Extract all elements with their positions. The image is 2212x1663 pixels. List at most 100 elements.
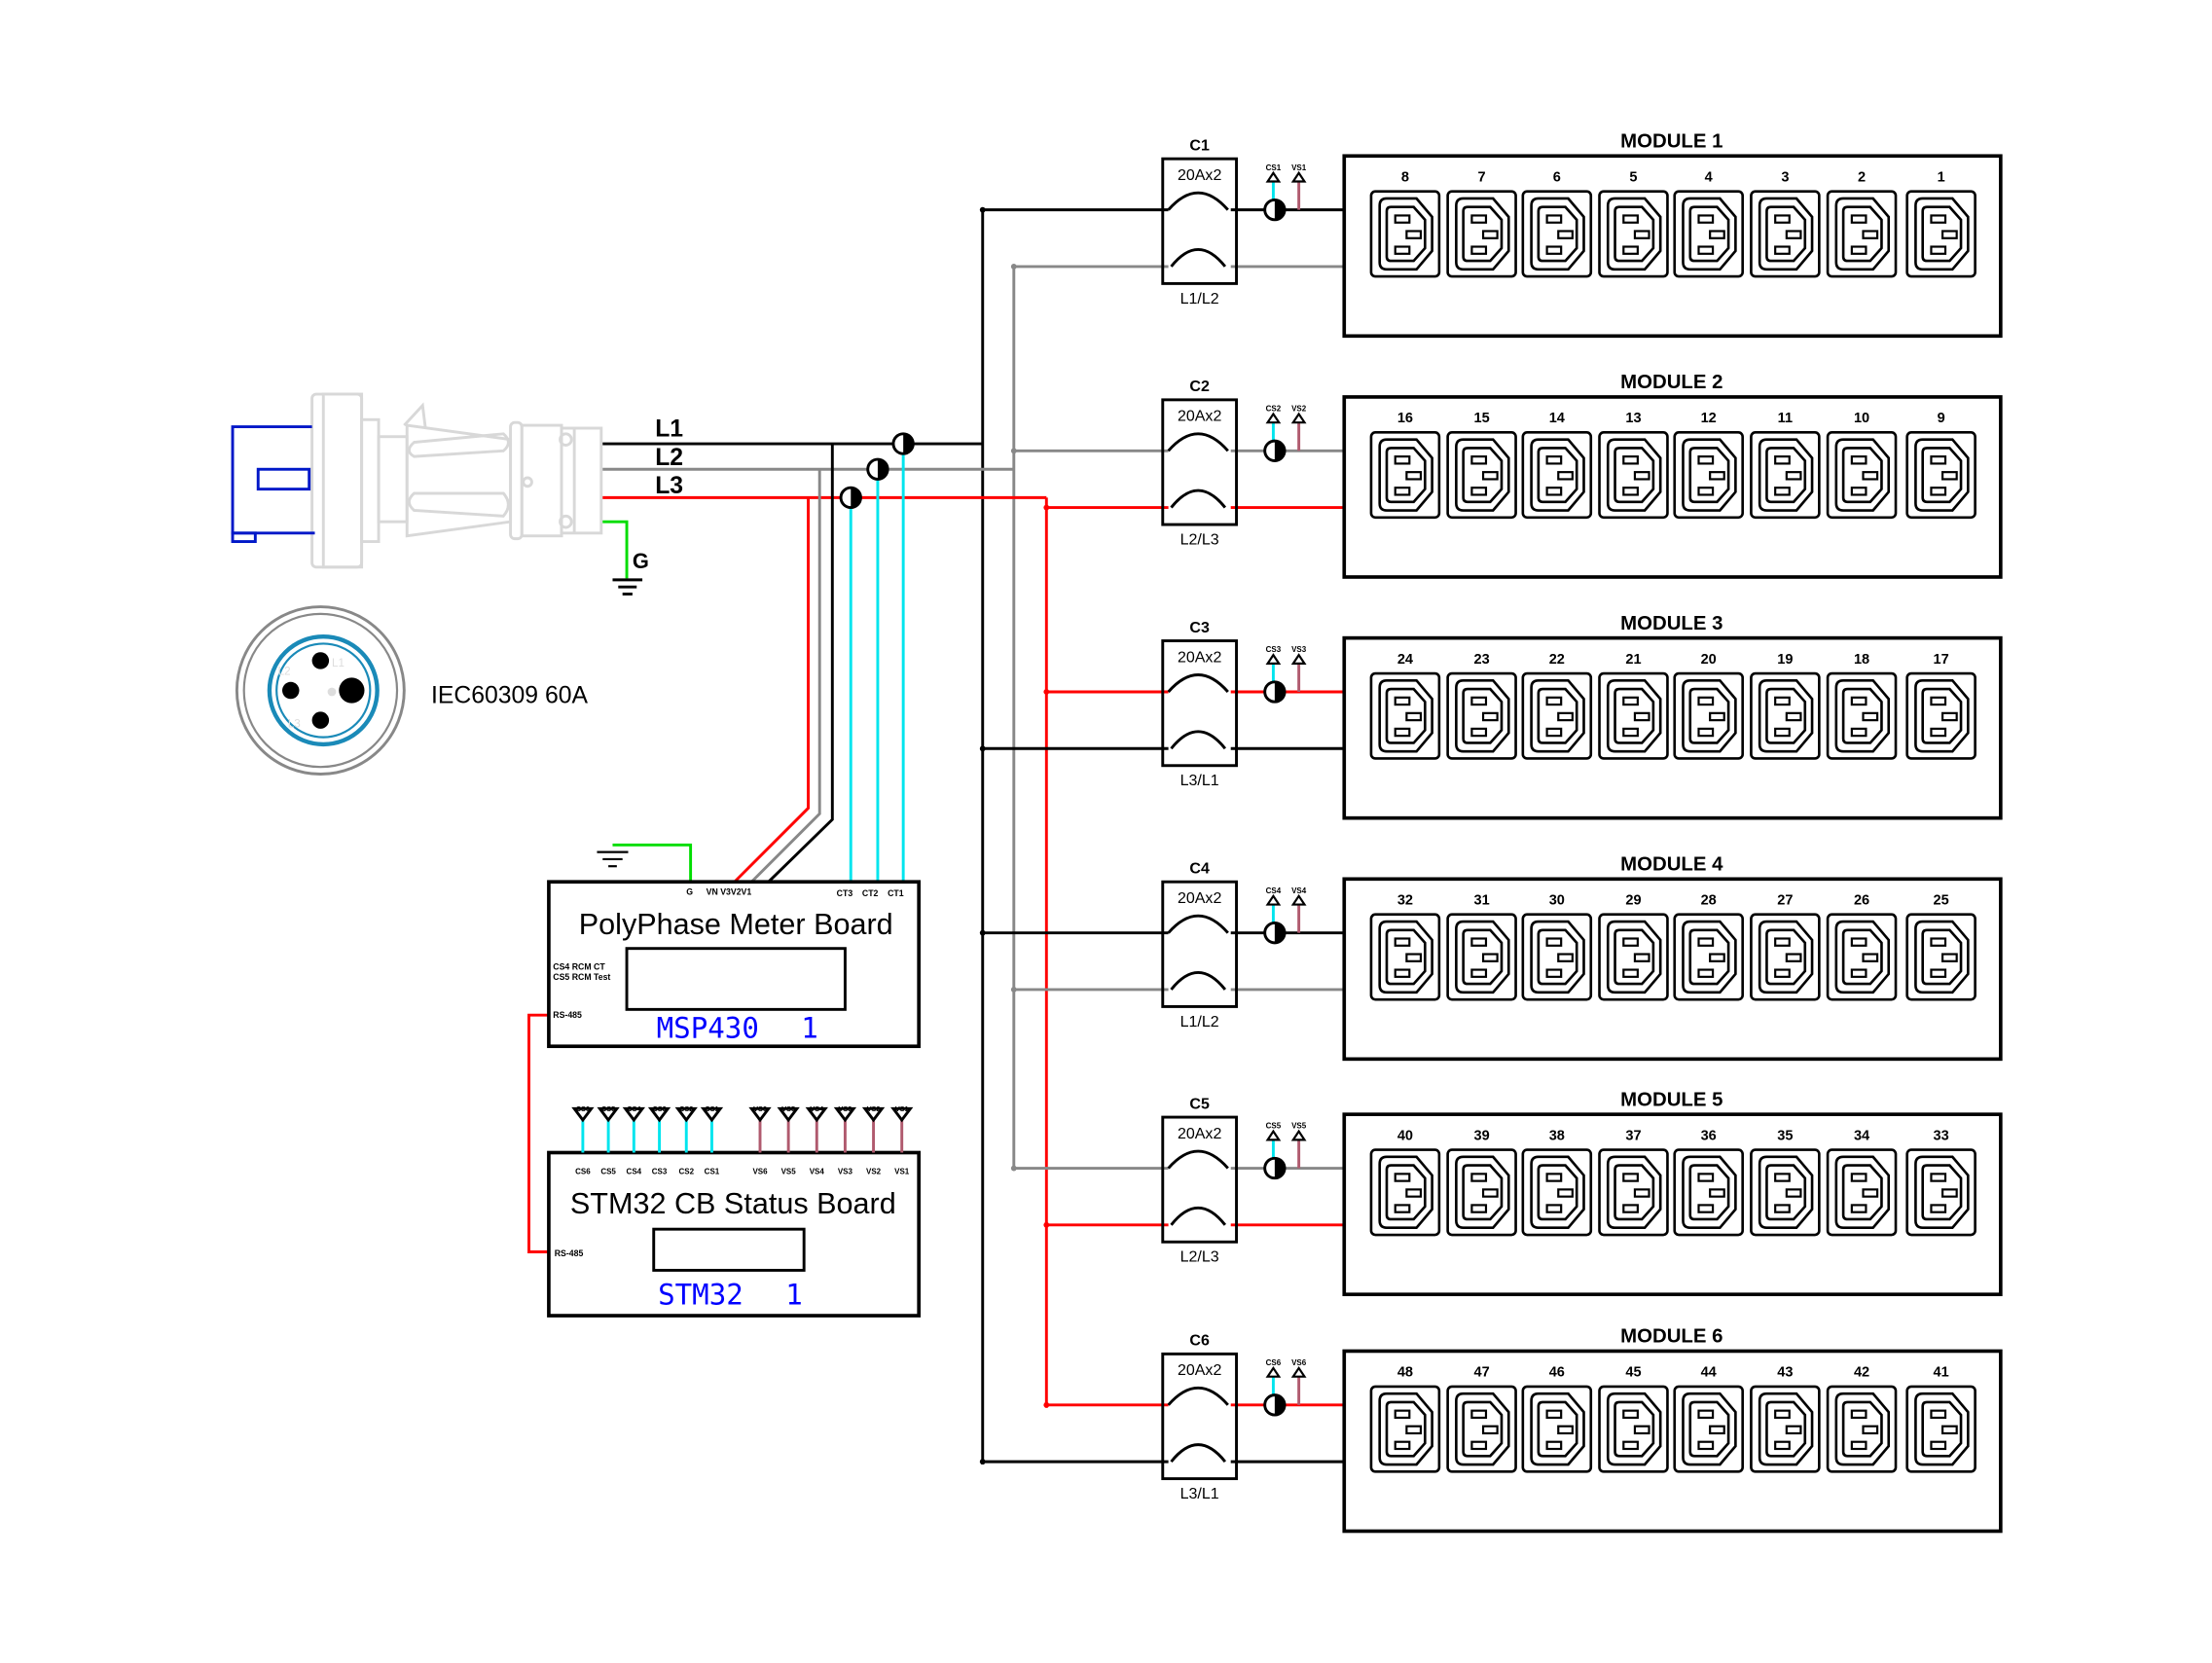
breaker-rating: 20Ax2 (1178, 889, 1222, 907)
module-title: MODULE 1 (1620, 131, 1722, 153)
c13-outlet-19: 19 (1750, 652, 1821, 760)
status-chip-label: STM32 (658, 1278, 743, 1311)
outlet-number: 3 (1781, 169, 1789, 185)
c13-outlet-24: 24 (1369, 652, 1441, 760)
current-transformer-icon (1263, 680, 1287, 704)
outlet-number: 39 (1473, 1128, 1489, 1143)
c13-outlet-30: 30 (1521, 893, 1593, 1001)
svg-text:VS5: VS5 (781, 1104, 795, 1113)
stm32-cb-status-board: STM32 CB Status Board RS-485 STM32 1 CS6… (547, 1104, 922, 1318)
outlet-number: 27 (1777, 893, 1793, 909)
l1-bus (602, 209, 985, 1465)
outlet-number: 20 (1701, 652, 1717, 668)
c13-outlet-23: 23 (1446, 652, 1517, 760)
svg-text:CT3: CT3 (837, 888, 853, 898)
outlet-number: 48 (1397, 1365, 1413, 1381)
status-display (652, 1227, 806, 1272)
l1-label: L1 (655, 416, 683, 443)
outlet-number: 11 (1778, 411, 1793, 426)
svg-text:VS6: VS6 (752, 1167, 768, 1175)
meter-sense-wires (612, 444, 905, 884)
module-title: MODULE 5 (1620, 1089, 1722, 1110)
outlet-number: 4 (1705, 169, 1714, 185)
breaker-label: C1 (1189, 136, 1210, 154)
c13-outlet-36: 36 (1673, 1128, 1744, 1237)
c13-outlet-43: 43 (1750, 1365, 1821, 1473)
c13-outlet-46: 46 (1521, 1365, 1593, 1473)
c13-outlet-9: 9 (1905, 411, 1976, 520)
iec60309-plug-side-view (310, 392, 603, 569)
svg-text:VS4: VS4 (810, 1167, 825, 1175)
outlet-number: 23 (1473, 652, 1489, 668)
outlet-number: 7 (1478, 169, 1486, 185)
meter-ground-icon (597, 850, 629, 868)
outlet-number: 42 (1854, 1365, 1869, 1381)
outlet-number: 31 (1473, 893, 1489, 909)
l2-bus (602, 266, 1016, 1168)
outlet-number: 37 (1625, 1128, 1641, 1143)
c13-outlet-35: 35 (1750, 1128, 1821, 1237)
outlet-number: 10 (1854, 411, 1869, 426)
c13-outlet-10: 10 (1826, 411, 1898, 520)
svg-text:CS5: CS5 (601, 1104, 615, 1113)
svg-text:VS3: VS3 (839, 1104, 852, 1113)
c13-outlet-45: 45 (1598, 1365, 1669, 1473)
svg-text:CS2: CS2 (679, 1104, 693, 1113)
module-enclosure (1342, 395, 2003, 579)
current-transformer-icon (1263, 198, 1287, 222)
breaker-rating: 20Ax2 (1178, 1125, 1222, 1142)
breaker-phase: L3/L1 (1180, 1485, 1219, 1502)
svg-text:VS1: VS1 (1291, 163, 1307, 172)
svg-text:VS2: VS2 (866, 1167, 882, 1175)
outlet-number: 28 (1701, 893, 1717, 909)
svg-text:L3: L3 (288, 717, 301, 730)
ground-icon (612, 578, 643, 596)
outlet-number: 33 (1934, 1128, 1949, 1143)
outlet-number: 24 (1397, 652, 1414, 668)
breaker-label: C5 (1189, 1095, 1210, 1112)
svg-text:CS3: CS3 (652, 1167, 668, 1175)
svg-text:VS5: VS5 (1291, 1122, 1307, 1131)
svg-text:L1: L1 (332, 657, 344, 669)
svg-text:CS6: CS6 (575, 1167, 591, 1175)
outlet-number: 6 (1553, 169, 1561, 185)
c13-outlet-7: 7 (1446, 169, 1517, 278)
svg-text:G: G (686, 886, 693, 896)
module-enclosure (1342, 1112, 2003, 1297)
c13-outlet-8: 8 (1369, 169, 1441, 278)
svg-text:CS5 RCM Test: CS5 RCM Test (553, 972, 610, 982)
svg-text:CS4: CS4 (627, 1167, 642, 1175)
outlet-number: 46 (1549, 1365, 1565, 1381)
module-enclosure (1342, 154, 2003, 339)
plug-blue-housing (231, 425, 315, 544)
c13-outlet-37: 37 (1598, 1128, 1669, 1237)
svg-text:VS6: VS6 (753, 1104, 767, 1113)
c13-outlet-3: 3 (1750, 169, 1821, 278)
svg-text:CS5: CS5 (600, 1167, 616, 1175)
c13-outlet-31: 31 (1446, 893, 1517, 1001)
svg-text:CS6: CS6 (1266, 1358, 1282, 1367)
c13-outlet-14: 14 (1521, 411, 1593, 520)
outlet-number: 36 (1701, 1128, 1717, 1143)
svg-text:VS4: VS4 (810, 1104, 823, 1113)
svg-text:CS6: CS6 (576, 1104, 590, 1113)
plug-model-label: IEC60309 60A (431, 683, 588, 709)
svg-text:VS4: VS4 (1291, 886, 1307, 895)
c13-outlet-5: 5 (1598, 169, 1669, 278)
breaker-label: C2 (1189, 378, 1210, 395)
module-title: MODULE 3 (1620, 613, 1722, 634)
c13-outlet-4: 4 (1673, 169, 1744, 278)
